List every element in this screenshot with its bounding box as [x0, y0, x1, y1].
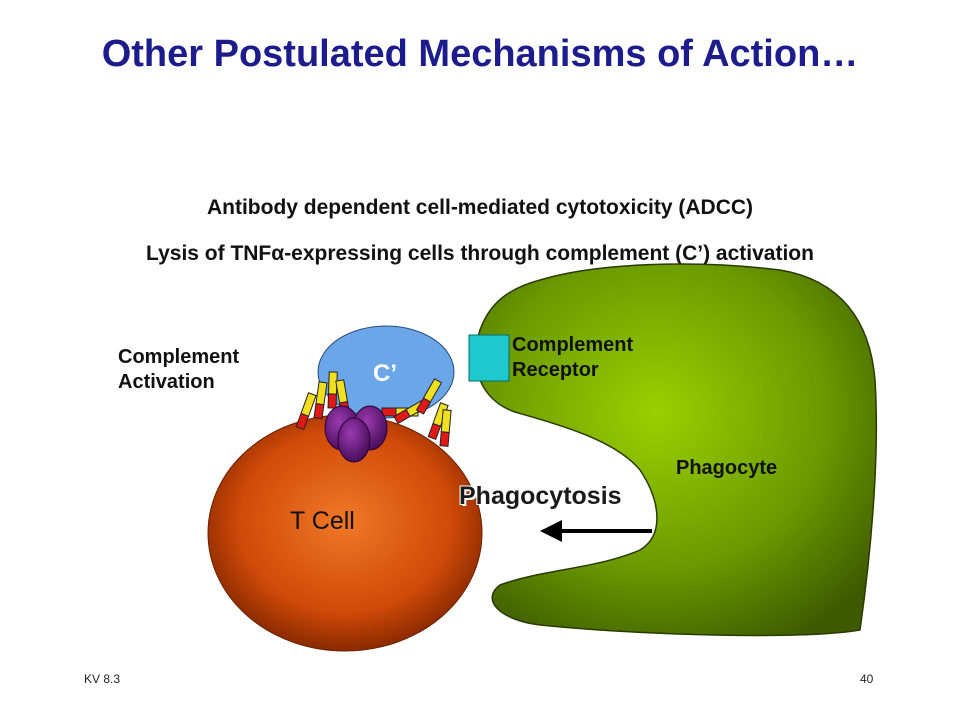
t-cell-label: T Cell	[290, 507, 355, 535]
subtitle-lysis: Lysis of TNFα-expressing cells through c…	[20, 242, 940, 266]
subtitle-lysis-suffix: -expressing cells through complement (C’…	[284, 242, 814, 265]
slide-title: Other Postulated Mechanisms of Action…	[101, 33, 859, 75]
complement-c-prime	[317, 325, 455, 419]
phagocyte-label: Phagocyte	[676, 457, 778, 479]
complement-activation-label: Complement Activation	[118, 345, 239, 395]
phagocyte-cell	[474, 263, 878, 637]
complement-receptor	[468, 334, 510, 382]
complement-receptor-label: Complement Receptor	[512, 333, 633, 383]
complement-receptor-line2: Receptor	[512, 359, 599, 381]
slide-number: 40	[860, 672, 874, 686]
complement-c-prime-label: C’	[373, 360, 397, 387]
phagocytosis-arrow	[540, 520, 652, 542]
complement-activation-line2: Activation	[118, 371, 215, 393]
tnf-alpha-trimer	[324, 405, 388, 463]
phagocytosis-label: Phagocytosis	[459, 482, 622, 510]
subtitle-adcc: Antibody dependent cell-mediated cytotox…	[206, 196, 754, 219]
footer-code: KV 8.3	[84, 672, 121, 686]
complement-receptor-line1: Complement	[512, 334, 634, 356]
complement-activation-line1: Complement	[118, 346, 240, 368]
subtitle-lysis-prefix: Lysis of TNF	[146, 242, 272, 265]
alpha-symbol: α	[271, 242, 285, 265]
